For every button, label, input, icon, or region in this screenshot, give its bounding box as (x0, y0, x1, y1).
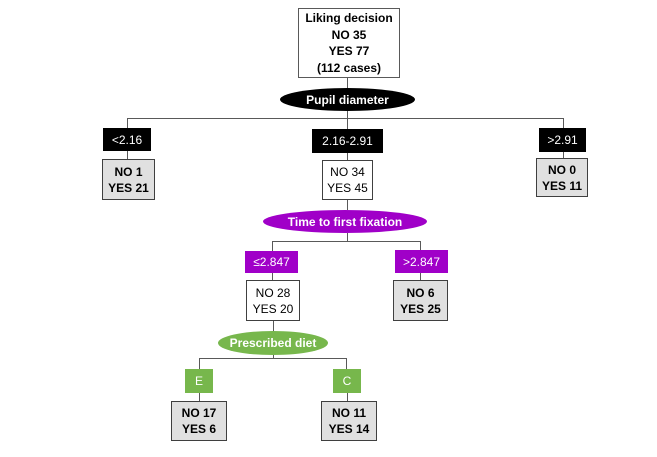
connector-cond-to-count-l3-left (199, 393, 200, 401)
count-box-le-2-847: NO 28 YES 20 (246, 280, 300, 321)
connector-cond-to-count-l1-right (563, 152, 564, 158)
condition-box-diet-c: C (333, 369, 361, 393)
no-count: NO 34 (330, 165, 365, 179)
connector-drop-l1-right (563, 118, 564, 128)
root-cases: (112 cases) (316, 60, 382, 75)
connector-cond-to-count-l1-left (127, 151, 128, 159)
connector-count-to-split3 (273, 321, 274, 331)
no-count: NO 6 (406, 285, 435, 300)
connector-level2-rail (272, 241, 421, 242)
connector-count-to-split2 (347, 200, 348, 210)
root-yes-count: YES 77 (328, 44, 370, 58)
yes-count: YES 6 (181, 422, 217, 436)
connector-drop-l2-right (420, 241, 421, 250)
condition-box-2-16-to-2-91: 2.16-2.91 (312, 129, 383, 153)
yes-count: YES 20 (252, 301, 294, 316)
yes-count: YES 14 (328, 422, 370, 436)
count-box-2-16-to-2-91: NO 34 YES 45 (322, 160, 373, 200)
connector-drop-l2-left (272, 241, 273, 251)
count-box-diet-c: NO 11 YES 14 (321, 401, 377, 441)
root-node: Liking decision NO 35 YES 77 (112 cases) (298, 8, 400, 78)
no-count: NO 17 (181, 406, 217, 420)
split-ellipse-pupil-diameter: Pupil diameter (280, 88, 415, 111)
yes-count: YES 21 (108, 180, 149, 195)
no-count: NO 0 (547, 162, 576, 177)
condition-box-le-2-847: ≤2.847 (245, 251, 298, 273)
connector-level1-rail (127, 118, 564, 119)
yes-count: YES 25 (400, 301, 441, 316)
connector-split1-down (347, 111, 348, 119)
connector-level3-rail (199, 358, 347, 359)
connector-root-to-split1 (347, 78, 348, 88)
connector-split2-down (347, 233, 348, 242)
connector-drop-l1-left (127, 118, 128, 128)
condition-box-diet-e: E (185, 369, 213, 393)
split-ellipse-prescribed-diet: Prescribed diet (218, 331, 328, 355)
connector-split3-down (273, 355, 274, 359)
count-box-diet-e: NO 17 YES 6 (171, 401, 227, 441)
no-count: NO 1 (114, 164, 143, 179)
root-no-count: NO 35 (331, 27, 367, 42)
no-count: NO 28 (255, 285, 291, 300)
connector-cond-to-count-l3-right (347, 393, 348, 401)
count-box-gt-2-847: NO 6 YES 25 (393, 280, 448, 321)
condition-box-gt-2-847: >2.847 (395, 250, 448, 273)
yes-count: YES 11 (541, 178, 583, 193)
count-box-lt-2-16: NO 1 YES 21 (102, 159, 155, 200)
connector-drop-l3-right (346, 358, 347, 369)
yes-count: YES 45 (327, 181, 368, 195)
connector-cond-to-count-l2-left (272, 273, 273, 280)
no-count: NO 11 (331, 406, 367, 420)
condition-box-lt-2-16: <2.16 (103, 128, 151, 151)
connector-drop-l3-left (199, 358, 200, 369)
connector-cond-to-count-l1-mid (347, 152, 348, 160)
connector-cond-to-count-l2-right (420, 273, 421, 280)
connector-drop-l1-mid (347, 118, 348, 130)
root-title: Liking decision (305, 11, 393, 25)
count-box-gt-2-91: NO 0 YES 11 (536, 158, 588, 197)
condition-box-gt-2-91: >2.91 (539, 128, 586, 152)
split-ellipse-time-to-first-fixation: Time to first fixation (263, 210, 427, 233)
